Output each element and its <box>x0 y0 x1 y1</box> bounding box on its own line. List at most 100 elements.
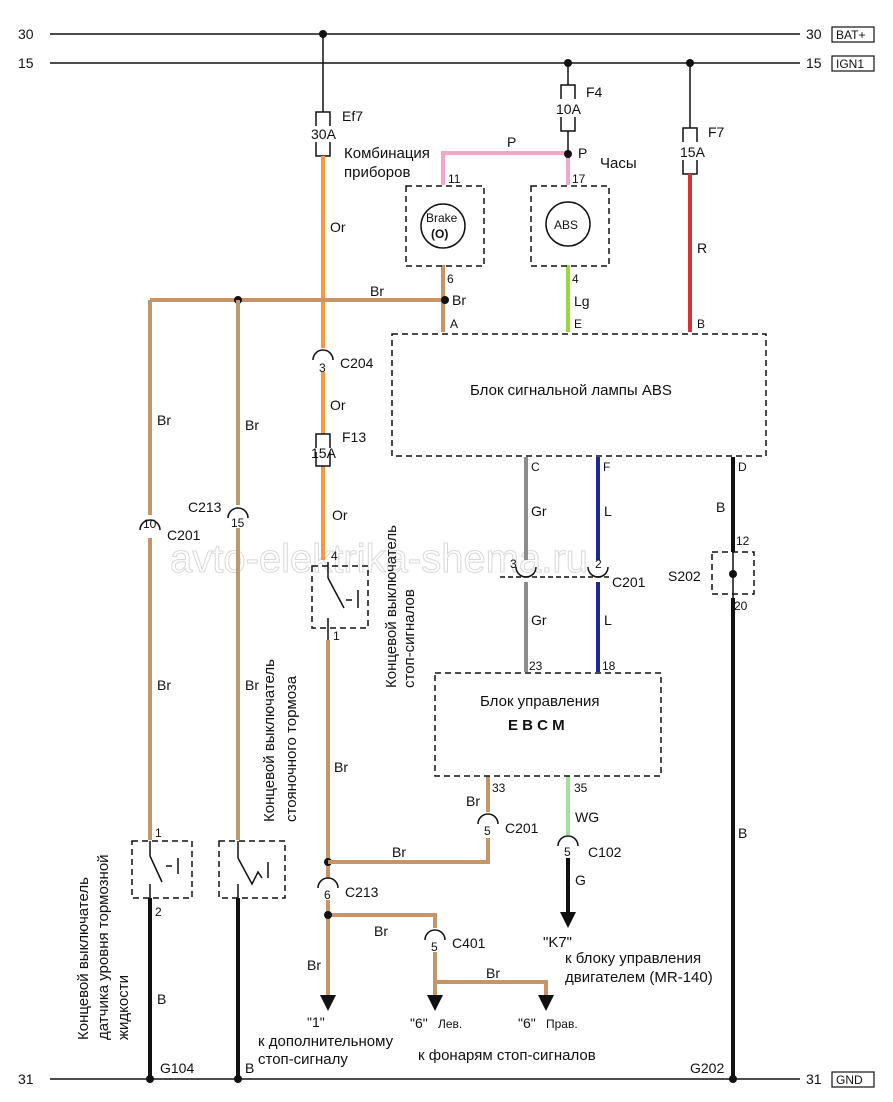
svg-text:10A: 10A <box>556 101 582 117</box>
svg-text:Br: Br <box>466 793 480 809</box>
fuse-f7: F7 15A <box>680 59 725 175</box>
svg-text:BAT+: BAT+ <box>836 28 865 42</box>
svg-text:F4: F4 <box>586 84 603 100</box>
svg-text:15: 15 <box>231 516 245 530</box>
svg-text:5: 5 <box>431 940 438 954</box>
svg-text:Блок сигнальной лампы ABS: Блок сигнальной лампы ABS <box>470 382 672 399</box>
destination-k7: "K7" к блоку управления двигателем (MR-1… <box>543 934 713 986</box>
svg-text:двигателем (MR-140): двигателем (MR-140) <box>565 969 713 986</box>
svg-text:C102: C102 <box>588 844 622 860</box>
svg-text:F7: F7 <box>708 124 725 140</box>
svg-text:Прав.: Прав. <box>546 1017 578 1031</box>
svg-text:G104: G104 <box>160 1060 194 1076</box>
svg-text:31: 31 <box>18 1071 34 1087</box>
svg-text:IGN1: IGN1 <box>836 57 864 71</box>
svg-text:31: 31 <box>806 1071 822 1087</box>
svg-text:B: B <box>716 499 725 515</box>
svg-text:15A: 15A <box>680 144 706 160</box>
svg-text:Концевой выключатель: Концевой выключатель <box>75 877 92 1040</box>
svg-text:Концевой выключатель: Концевой выключатель <box>261 659 278 822</box>
connector-c401: 5 C401 <box>424 929 486 954</box>
svg-text:S202: S202 <box>668 568 701 584</box>
svg-text:5: 5 <box>564 845 571 859</box>
svg-text:Or: Or <box>332 507 348 523</box>
fluid-level-switch: 1 2 <box>131 826 193 919</box>
svg-text:A: A <box>450 317 458 331</box>
svg-text:к блоку управления: к блоку управления <box>565 950 701 967</box>
svg-text:C213: C213 <box>345 884 379 900</box>
svg-text:2: 2 <box>595 557 602 571</box>
svg-text:к дополнительному: к дополнительному <box>258 1033 394 1050</box>
svg-text:F13: F13 <box>342 429 366 445</box>
svg-text:3: 3 <box>319 361 326 375</box>
svg-text:4: 4 <box>572 272 579 286</box>
svg-text:жидкости: жидкости <box>115 975 132 1040</box>
svg-text:C201: C201 <box>505 820 539 836</box>
svg-text:C401: C401 <box>452 935 486 951</box>
svg-text:Br: Br <box>334 759 348 775</box>
svg-text:B: B <box>697 317 705 331</box>
svg-text:Br: Br <box>392 844 406 860</box>
svg-text:D: D <box>738 460 747 474</box>
svg-text:15: 15 <box>18 55 34 71</box>
svg-text:2: 2 <box>155 905 162 919</box>
svg-text:R: R <box>697 240 707 256</box>
svg-text:12: 12 <box>736 534 750 548</box>
svg-text:Br: Br <box>307 957 321 973</box>
svg-text:33: 33 <box>492 781 506 795</box>
svg-text:Br: Br <box>486 965 500 981</box>
svg-text:15: 15 <box>806 55 822 71</box>
svg-text:B: B <box>245 1060 254 1076</box>
svg-text:C204: C204 <box>340 355 374 371</box>
connector-c213-top: 15 C213 <box>188 499 249 530</box>
svg-text:11: 11 <box>448 172 461 186</box>
svg-text:30: 30 <box>806 26 822 42</box>
svg-text:ABS: ABS <box>554 218 578 232</box>
svg-text:приборов: приборов <box>344 164 410 181</box>
svg-text:C: C <box>531 460 540 474</box>
svg-text:P: P <box>578 145 587 161</box>
fuse-f4: F4 10A <box>556 59 603 154</box>
svg-text:6: 6 <box>324 888 331 902</box>
svg-text:Br: Br <box>370 283 384 299</box>
svg-text:L: L <box>604 503 612 519</box>
svg-text:B: B <box>738 825 747 841</box>
svg-text:Br: Br <box>452 292 466 308</box>
ebcm-block: Блок управления E B C M 23 18 33 35 <box>434 659 662 795</box>
svg-text:Концевой выключатель: Концевой выключатель <box>383 525 400 688</box>
svg-text:20: 20 <box>734 599 748 613</box>
svg-text:Brake: Brake <box>426 211 458 225</box>
wire-pink <box>441 151 570 185</box>
svg-text:"6": "6" <box>518 1015 536 1031</box>
svg-text:Gr: Gr <box>531 612 547 628</box>
svg-text:Lg: Lg <box>574 293 590 309</box>
svg-text:GND: GND <box>836 1073 863 1087</box>
svg-text:Br: Br <box>157 412 171 428</box>
svg-text:Or: Or <box>330 397 346 413</box>
rail-bat: 30 30 BAT+ <box>18 26 875 43</box>
svg-text:Or: Or <box>330 219 346 235</box>
svg-text:Br: Br <box>374 923 388 939</box>
svg-text:Gr: Gr <box>531 503 547 519</box>
svg-text:стоп-сигналов: стоп-сигналов <box>401 589 418 688</box>
svg-text:10: 10 <box>143 517 157 531</box>
svg-text:стояночного тормоза: стояночного тормоза <box>283 675 300 822</box>
svg-text:1: 1 <box>155 826 162 840</box>
svg-text:"K7": "K7" <box>543 934 572 951</box>
svg-text:L: L <box>604 612 612 628</box>
svg-text:C201: C201 <box>167 527 201 543</box>
svg-text:стоп-сигналу: стоп-сигналу <box>258 1051 348 1068</box>
svg-text:15A: 15A <box>311 445 337 461</box>
svg-text:Комбинация: Комбинация <box>344 145 430 162</box>
svg-text:Ef7: Ef7 <box>342 108 363 124</box>
connector-c201-bottom: 5 C201 <box>477 813 539 838</box>
splice-s202: 12 20 S202 <box>668 534 755 613</box>
svg-text:(O): (O) <box>431 227 448 241</box>
svg-text:F: F <box>603 460 610 474</box>
connector-c102: 5 C102 <box>557 835 622 860</box>
svg-text:6: 6 <box>447 272 454 286</box>
svg-text:4: 4 <box>331 549 338 563</box>
rail-ign: 15 15 IGN1 <box>18 55 875 72</box>
svg-text:к фонарям стоп-сигналов: к фонарям стоп-сигналов <box>418 1047 596 1064</box>
svg-text:C201: C201 <box>612 574 646 590</box>
